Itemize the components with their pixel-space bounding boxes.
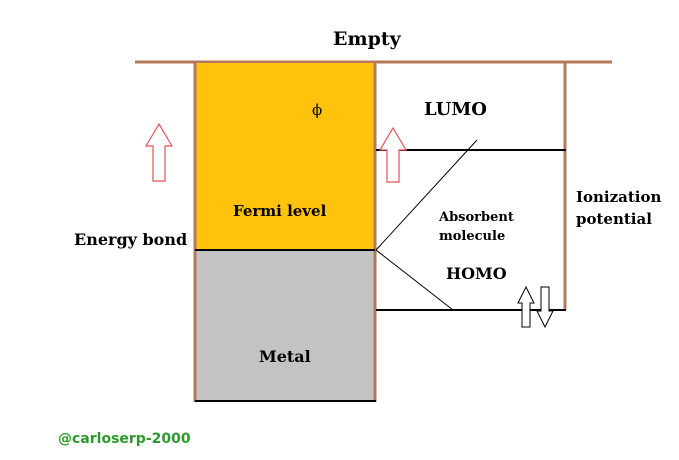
energy-up-arrow-center	[378, 126, 408, 183]
fermi-level-label: Fermi level	[233, 202, 327, 220]
fermi-to-lumo-pointer	[375, 139, 478, 251]
ionization-potential-label: Ionization potential	[576, 186, 661, 230]
fermi-region	[196, 63, 374, 250]
ionization-label-line2: potential	[576, 210, 652, 228]
metal-label: Metal	[259, 347, 311, 366]
work-function-symbol: ϕ	[312, 101, 323, 119]
metal-region	[196, 250, 374, 400]
fermi-to-homo-pointer	[375, 249, 454, 311]
empty-label: Empty	[333, 28, 401, 50]
ionization-label-line1: Ionization	[576, 188, 662, 206]
absorbent-molecule-label: Absorbent molecule	[439, 208, 514, 246]
energy-bond-label: Energy bond	[74, 230, 188, 249]
energy-up-arrow-left	[144, 122, 174, 182]
absorbent-label-line1: Absorbent	[439, 210, 514, 225]
lumo-label: LUMO	[424, 99, 487, 120]
credit-watermark: @carloserp-2000	[58, 431, 191, 447]
electron-up-arrow	[517, 285, 535, 328]
electron-down-arrow	[536, 286, 554, 329]
homo-label: HOMO	[446, 264, 507, 283]
absorbent-label-line2: molecule	[439, 229, 506, 244]
